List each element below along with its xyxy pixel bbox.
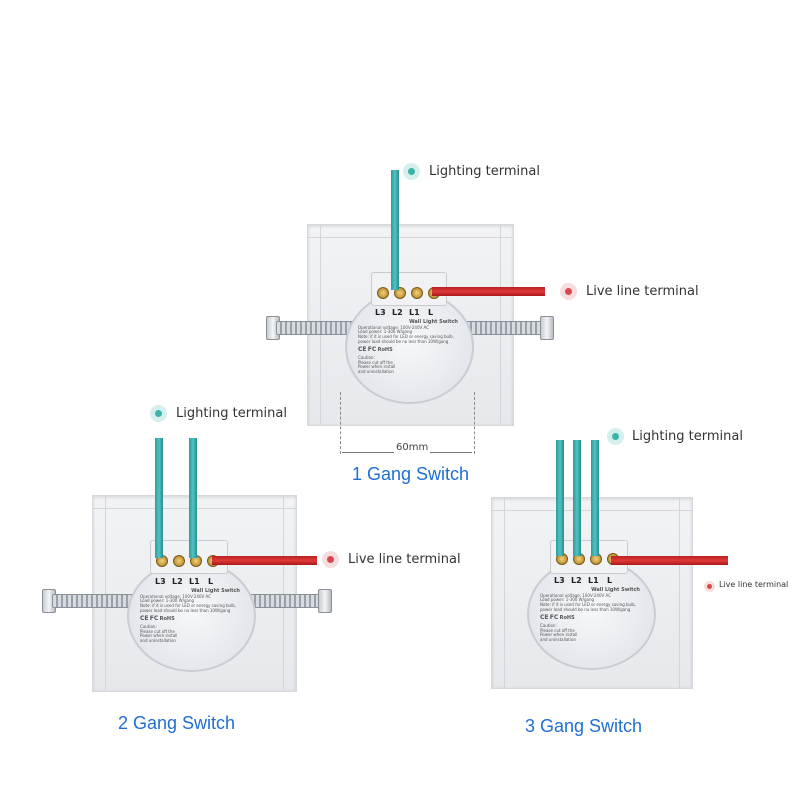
lighting-wire <box>573 440 581 556</box>
lighting-wire <box>591 440 599 556</box>
module-spec: Note: if it is used for LED or energy sa… <box>358 333 454 339</box>
cert-mark: RoHS <box>377 347 393 354</box>
caution-title: Caution: <box>140 624 157 630</box>
module-spec: Note: if it is used for LED or energy sa… <box>140 602 236 608</box>
mounting-bolt-head <box>540 316 554 340</box>
terminal-label: L1 <box>409 308 420 317</box>
module-spec: Load power: 1-300 W/gang <box>358 329 413 335</box>
module-info: Wall Light Switch Operational voltage: 1… <box>140 588 240 643</box>
lighting-marker-icon <box>607 428 624 445</box>
lighting-wire <box>391 170 399 290</box>
switch-caption: 1 Gang Switch <box>352 464 470 484</box>
terminal-label: L3 <box>375 308 386 317</box>
mounting-bolt <box>276 321 358 335</box>
module-title: Wall Light Switch <box>591 587 640 593</box>
caution-title: Caution: <box>358 355 375 361</box>
live-marker-icon <box>560 283 577 300</box>
cert-mark: RoHS <box>559 615 575 622</box>
module-spec: Operational voltage: 100V-240V AC <box>358 324 429 330</box>
lighting-marker-icon <box>403 163 420 180</box>
caution-line: Power when install <box>140 633 178 639</box>
lighting-wire <box>155 438 163 558</box>
terminal-label: L3 <box>155 577 166 586</box>
mounting-bolt <box>466 321 546 335</box>
caution-line: Power when install <box>540 632 578 638</box>
terminal-screw <box>411 287 423 299</box>
lighting-terminal-label: Lighting terminal <box>632 429 743 444</box>
lighting-terminal-label: Lighting terminal <box>176 406 287 421</box>
caution-line: Please cut off the <box>540 627 575 633</box>
terminal-screw <box>173 555 185 567</box>
caution-line: and uninstallation <box>358 368 394 374</box>
terminal-label: L <box>428 308 434 317</box>
live-marker-icon <box>704 581 715 592</box>
dimension-line <box>474 392 475 454</box>
terminal-label: L2 <box>392 308 403 317</box>
module-title: Wall Light Switch <box>191 588 240 594</box>
cert-mark: RoHS <box>159 616 175 623</box>
live-terminal-label: Live line terminal <box>348 552 461 567</box>
module-spec: Operational voltage: 100V-240V AC <box>140 593 211 599</box>
terminal-label: L3 <box>554 576 565 585</box>
caution-line: Please cut off the <box>358 359 393 365</box>
module-spec: power load should be no less than 10W/ga… <box>358 338 449 344</box>
live-terminal-label: Live line terminal <box>586 284 699 299</box>
lighting-terminal-label: Lighting terminal <box>429 164 540 179</box>
live-terminal-label: Live line terminal <box>719 580 789 589</box>
module-title: Wall Light Switch <box>409 319 458 325</box>
live-wire <box>611 556 728 565</box>
module-spec: Operational voltage: 100V-240V AC <box>540 592 611 598</box>
module-spec: Load power: 1-300 W/gang <box>540 597 595 603</box>
caution-line: and uninstallation <box>140 637 176 643</box>
module-spec: power load should be no less than 10W/ga… <box>540 606 631 612</box>
cert-mark: CE <box>140 615 149 623</box>
dimension-line <box>340 392 341 454</box>
live-marker-icon <box>322 551 339 568</box>
switch-module <box>527 558 656 670</box>
cert-mark: FC <box>549 614 559 622</box>
switch-module <box>127 560 256 672</box>
caution-line: Power when install <box>358 364 396 370</box>
live-wire <box>212 556 317 565</box>
terminal-label: L <box>208 577 214 586</box>
terminal-screw <box>394 287 406 299</box>
dimension-label: 60mm <box>394 442 431 453</box>
lighting-wire <box>556 440 564 556</box>
cert-mark: FC <box>367 346 377 354</box>
terminal-screw <box>377 287 389 299</box>
terminal-label: L <box>607 576 613 585</box>
caution-title: Caution: <box>540 623 557 629</box>
lighting-wire <box>189 438 197 558</box>
live-wire <box>432 287 545 296</box>
terminal-label: L2 <box>172 577 183 586</box>
module-spec: Load power: 1-300 W/gang <box>140 598 195 604</box>
lighting-marker-icon <box>150 405 167 422</box>
cert-mark: FC <box>149 615 159 623</box>
mounting-bolt <box>250 594 324 608</box>
cert-mark: CE <box>540 614 549 622</box>
caution-line: Please cut off the <box>140 628 175 634</box>
module-spec: power load should be no less than 10W/ga… <box>140 607 231 613</box>
module-spec: Note: if it is used for LED or energy sa… <box>540 601 636 607</box>
caution-line: and uninstallation <box>540 636 576 642</box>
terminal-label: L1 <box>588 576 599 585</box>
module-info: Wall Light Switch Operational voltage: 1… <box>540 587 640 642</box>
terminal-label: L1 <box>189 577 200 586</box>
switch-caption: 3 Gang Switch <box>525 716 643 736</box>
module-info: Wall Light Switch Operational voltage: 1… <box>358 319 458 374</box>
cert-mark: CE <box>358 346 367 354</box>
switch-module <box>345 290 474 404</box>
terminal-label: L2 <box>571 576 582 585</box>
mounting-bolt-head <box>318 589 332 613</box>
switch-caption: 2 Gang Switch <box>118 713 236 733</box>
